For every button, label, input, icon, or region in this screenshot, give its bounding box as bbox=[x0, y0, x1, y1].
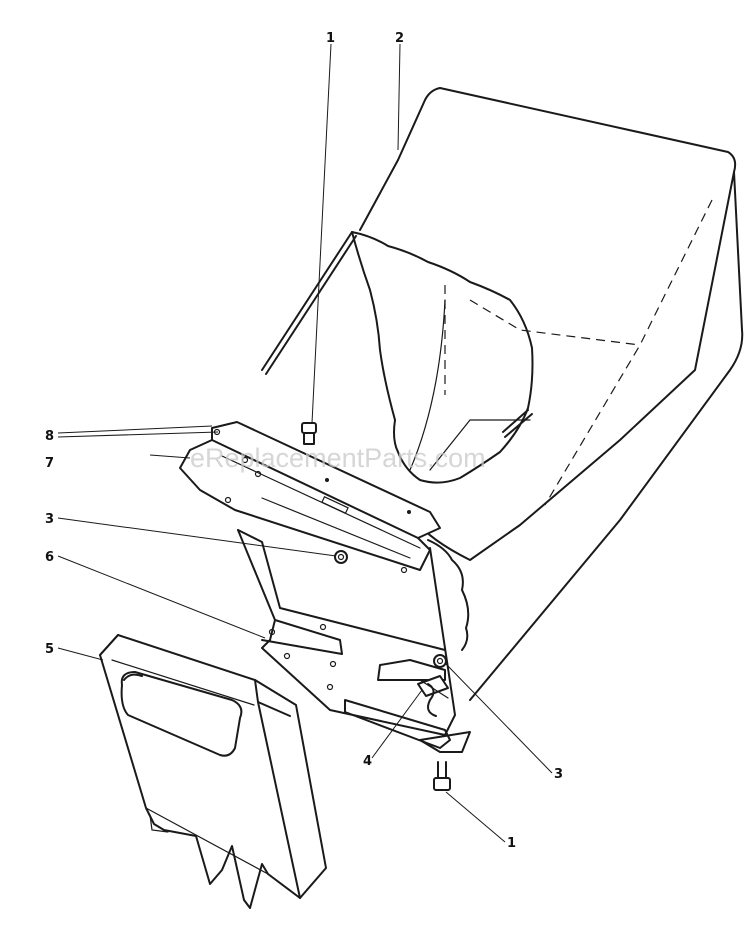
callout-nut-left: 3 bbox=[45, 512, 54, 527]
callout-bolt-bottom: 1 bbox=[507, 836, 516, 851]
spring-hinge bbox=[417, 675, 449, 717]
bolt-top bbox=[301, 422, 317, 445]
nut-left bbox=[334, 550, 348, 564]
leader-lines bbox=[57, 43, 553, 843]
watermark: eReplacementParts.com bbox=[190, 443, 486, 473]
grass-bag bbox=[261, 87, 744, 701]
deflector bbox=[99, 634, 327, 909]
frame bbox=[237, 529, 471, 753]
callout-frame: 6 bbox=[45, 550, 54, 565]
callout-bracket: 8 bbox=[45, 429, 54, 444]
callout-bag: 2 bbox=[395, 31, 404, 46]
callout-deflector: 5 bbox=[45, 642, 54, 657]
callout-part-7: 7 bbox=[45, 456, 54, 471]
callout-bolt-top: 1 bbox=[326, 31, 335, 46]
callout-spring: 4 bbox=[363, 754, 372, 769]
mounting-bracket bbox=[179, 421, 441, 574]
nut-right bbox=[433, 654, 447, 668]
callout-nut-right: 3 bbox=[554, 767, 563, 782]
bolt-bottom bbox=[433, 761, 451, 791]
